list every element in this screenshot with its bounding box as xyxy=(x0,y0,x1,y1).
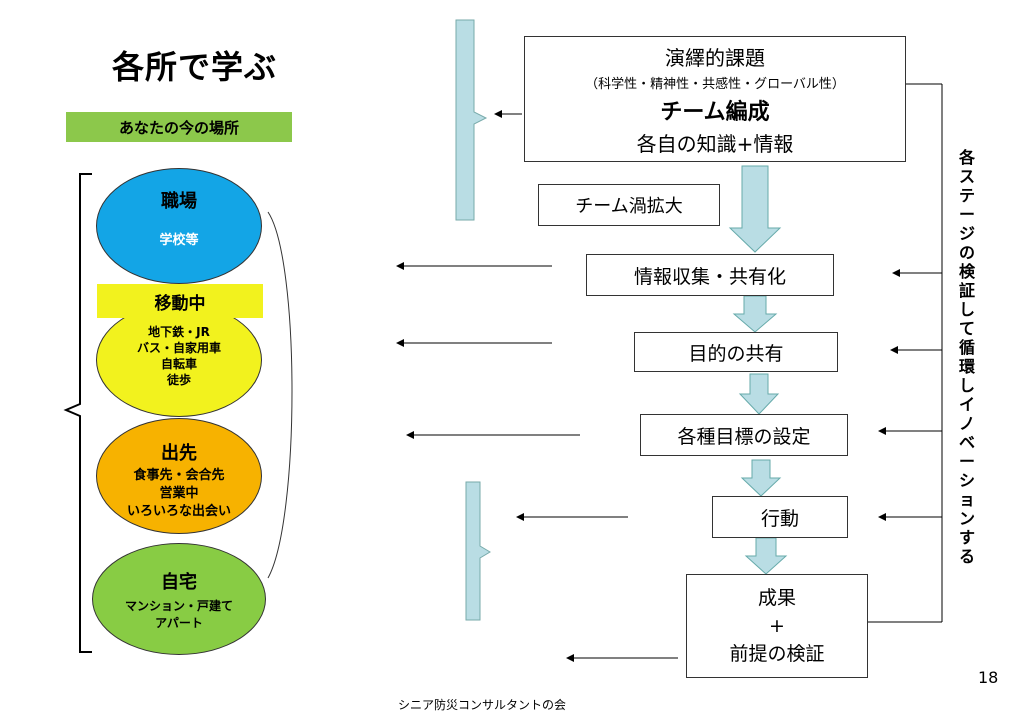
down-arrow-4 xyxy=(740,459,782,497)
footer-org: シニア防災コンサルタントの会 xyxy=(398,698,567,712)
down-arrow-1 xyxy=(728,165,782,253)
moving-line: 地下鉄・JR xyxy=(148,325,210,339)
step-info-collection: 情報収集・共有化 xyxy=(586,254,834,296)
place-work: 職場 学校等 xyxy=(96,168,262,284)
place-work-name: 職場 xyxy=(161,191,197,212)
down-arrow-3 xyxy=(738,373,780,415)
step-set-targets: 各種目標の設定 xyxy=(640,414,848,456)
result-line3: 前提の検証 xyxy=(729,643,825,665)
down-arrow-5 xyxy=(744,537,788,575)
page-title: 各所で学ぶ xyxy=(112,48,278,86)
top-line2: （科学性・精神性・共感性・グローバル性） xyxy=(585,76,845,92)
top-line4: 各自の知識+情報 xyxy=(636,131,794,156)
home-line: アパート xyxy=(155,616,203,630)
location-banner: あなたの今の場所 xyxy=(66,112,292,142)
out-line: いろいろな出会い xyxy=(126,504,231,519)
left-brace xyxy=(63,173,92,653)
place-home: 自宅 マンション・戸建て アパート xyxy=(92,543,266,655)
moving-line: バス・自家用車 xyxy=(136,341,221,355)
out-line: 営業中 xyxy=(159,486,199,501)
result-line2: + xyxy=(769,615,785,637)
circle-connector xyxy=(267,211,293,579)
top-task-box: 演繹的課題 （科学性・精神性・共感性・グローバル性） チーム編成 各自の知識+情… xyxy=(524,36,906,162)
bottom-bracket xyxy=(465,481,491,621)
place-moving-name: 移動中 xyxy=(97,284,263,318)
page-number: 18 xyxy=(978,668,999,687)
step-action: 行動 xyxy=(712,496,848,538)
top-line3: チーム編成 xyxy=(660,99,770,125)
out-line: 食事先・会合先 xyxy=(133,468,225,483)
place-out: 出先 食事先・会合先 営業中 いろいろな出会い xyxy=(96,418,262,534)
team-expand-box: チーム渦拡大 xyxy=(538,184,720,226)
place-work-sub: 学校等 xyxy=(159,233,199,248)
moving-line: 自転車 xyxy=(160,357,197,371)
step-shared-goal: 目的の共有 xyxy=(634,332,838,372)
place-moving: 地下鉄・JR バス・自家用車 自転車 徒歩 xyxy=(96,303,262,417)
place-home-name: 自宅 xyxy=(161,572,197,593)
result-line1: 成果 xyxy=(757,587,796,609)
down-arrow-2 xyxy=(732,295,778,333)
top-line1: 演繹的課題 xyxy=(665,45,765,70)
result-box: 成果 + 前提の検証 xyxy=(686,574,868,678)
vertical-note: 各ステージの検証して循環しイノベーションする xyxy=(958,148,975,566)
home-line: マンション・戸建て xyxy=(124,599,233,613)
top-bracket xyxy=(455,19,488,221)
moving-line: 徒歩 xyxy=(166,373,191,387)
place-out-name: 出先 xyxy=(161,443,197,464)
